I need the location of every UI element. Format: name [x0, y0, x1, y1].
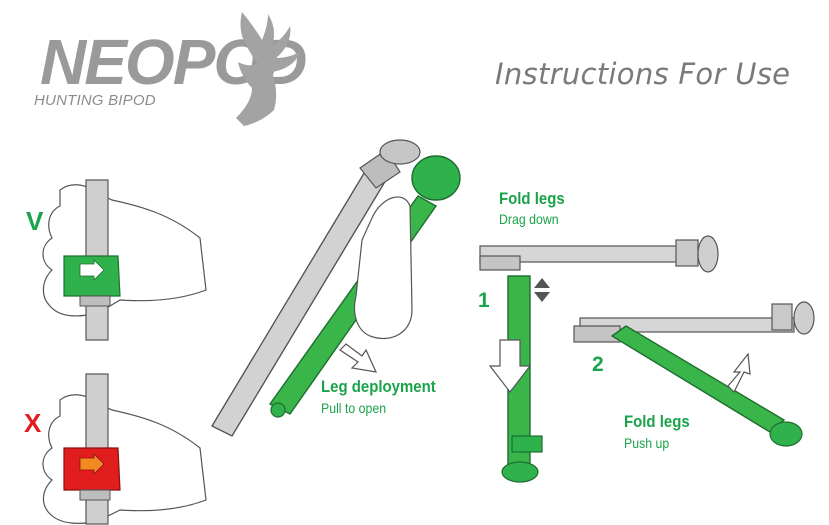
logo-subtitle: HUNTING BIPOD [34, 92, 156, 109]
fold-down-instruction: Drag down [499, 211, 559, 227]
deployment-instruction: Pull to open [321, 400, 387, 416]
step-number-2: 2 [592, 353, 604, 376]
step-number-1: 1 [478, 289, 490, 312]
fold-up-heading: Fold legs [624, 412, 690, 431]
page-title: Instructions For Use [495, 57, 791, 91]
correct-mark: V [26, 206, 44, 236]
deer-head-icon [236, 12, 300, 126]
wrong-mark: X [24, 408, 42, 438]
deployment-illustration [211, 139, 461, 437]
fold-down-illustration [479, 235, 719, 483]
fold-up-illustration [573, 301, 815, 447]
lock-check-correct [42, 179, 207, 341]
fold-down-heading: Fold legs [499, 189, 565, 208]
lock-check-wrong [42, 373, 207, 525]
fold-up-instruction: Push up [624, 435, 670, 451]
deployment-heading: Leg deployment [321, 377, 436, 396]
